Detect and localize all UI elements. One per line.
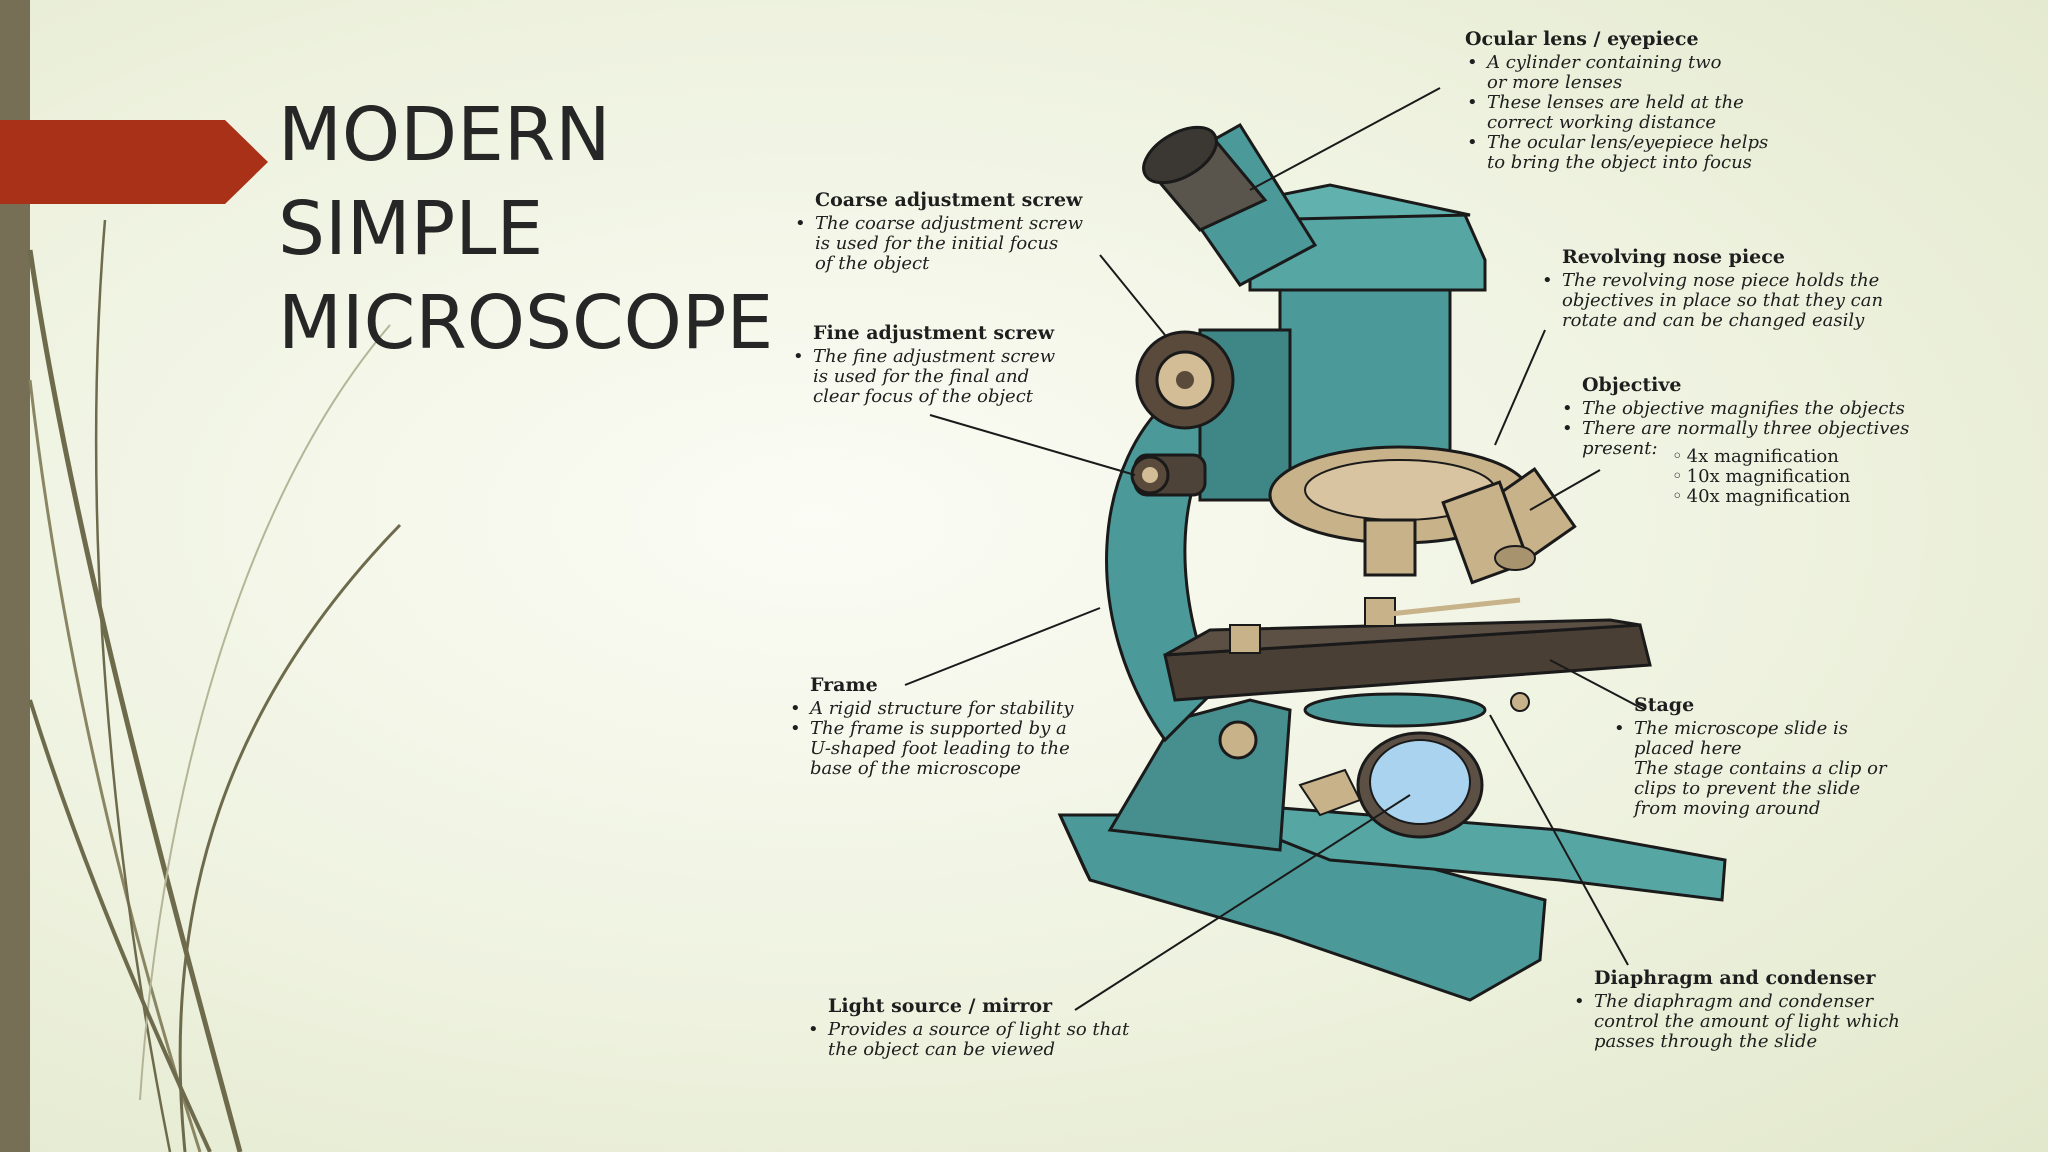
fine-bullet-1: The fine adjustment screw is used for th… [793, 347, 1055, 407]
slide-title: MODERN SIMPLE MICROSCOPE [278, 92, 774, 366]
label-objective: Objective The objective magnifies the ob… [1560, 374, 1909, 459]
coarse-heading: Coarse adjustment screw [815, 189, 1083, 211]
label-frame: Frame A rigid structure for stability Th… [788, 674, 1073, 779]
ocular-bullet-3: The ocular lens/eyepiece helps to bring … [1467, 133, 1768, 173]
diaphragm-heading: Diaphragm and condenser [1594, 967, 1876, 989]
stage-heading: Stage [1634, 694, 1695, 716]
label-light-source: Light source / mirror Provides a source … [806, 995, 1129, 1060]
objective-magnification-list: 4x magnification 10x magnification 40x m… [1672, 447, 1851, 507]
label-diaphragm-condenser: Diaphragm and condenser The diaphragm an… [1572, 967, 1900, 1052]
ocular-bullet-2: These lenses are held at the correct wor… [1467, 93, 1768, 133]
stage-bullet-1: The microscope slide is placed here The … [1614, 719, 1887, 819]
magnification-10x: 10x magnification [1672, 467, 1851, 487]
frame-bullet-1: A rigid structure for stability [790, 699, 1073, 720]
label-revolving-nosepiece: Revolving nose piece The revolving nose … [1540, 246, 1883, 331]
objective-heading: Objective [1582, 374, 1682, 396]
nosepiece-heading: Revolving nose piece [1562, 246, 1785, 268]
frame-bullet-2: The frame is supported by a U-shaped foo… [790, 719, 1073, 779]
title-arrow-shape [0, 120, 268, 204]
fine-heading: Fine adjustment screw [813, 322, 1055, 344]
light-heading: Light source / mirror [828, 995, 1053, 1017]
ocular-heading: Ocular lens / eyepiece [1465, 28, 1699, 50]
label-fine-adjustment: Fine adjustment screw The fine adjustmen… [791, 322, 1055, 407]
label-coarse-adjustment: Coarse adjustment screw The coarse adjus… [793, 189, 1083, 274]
label-ocular-lens: Ocular lens / eyepiece A cylinder contai… [1465, 28, 1768, 173]
objective-bullet-2: There are normally three objectives pres… [1562, 419, 1909, 459]
magnification-4x: 4x magnification [1672, 447, 1850, 467]
decorative-curves [27, 219, 402, 1152]
objective-bullet-1: The objective magnifies the objects [1562, 399, 1909, 420]
microscope-illustration [904, 87, 1727, 1011]
ocular-bullet-1: A cylinder containing two or more lenses [1467, 53, 1768, 93]
label-stage: Stage The microscope slide is placed her… [1612, 694, 1887, 819]
coarse-bullet-1: The coarse adjustment screw is used for … [795, 214, 1083, 274]
light-bullet-1: Provides a source of light so that the o… [808, 1020, 1129, 1060]
magnification-40x: 40x magnification [1672, 487, 1851, 507]
nosepiece-bullet-1: The revolving nose piece holds the objec… [1542, 271, 1883, 331]
frame-heading: Frame [810, 674, 878, 696]
diaphragm-bullet-1: The diaphragm and condenser control the … [1574, 992, 1900, 1052]
